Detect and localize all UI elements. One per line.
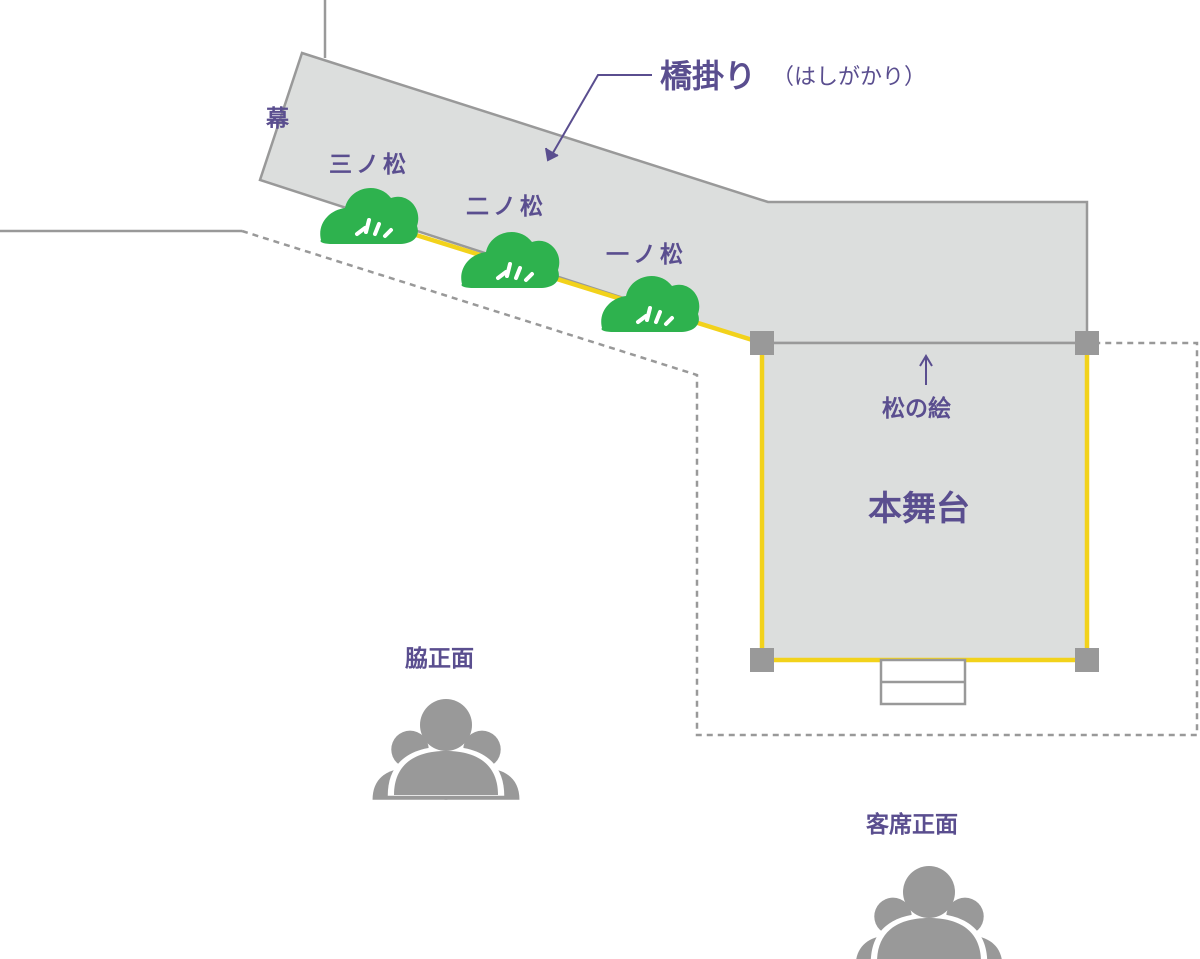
kyakuseki-shomen-label: 客席正面 <box>866 811 958 838</box>
waki-shomen-label: 脇正面 <box>405 645 474 672</box>
arrow-icon <box>545 74 652 162</box>
honbutai-stage <box>762 343 1087 660</box>
hashigakari-title: 橋掛り <box>660 57 756 95</box>
audience-group-icon <box>856 855 1003 959</box>
stage-pillars <box>750 331 1099 672</box>
pillar-back-right <box>1075 331 1099 355</box>
front-stairs <box>879 658 967 706</box>
matsunoe-label: 松の絵 <box>882 395 951 422</box>
honbutai-label: 本舞台 <box>868 489 970 529</box>
sannomatsu-label: 三ノ松 <box>329 152 410 178</box>
seating-boundary-dashed <box>241 229 1199 737</box>
arrow-icon <box>919 354 933 385</box>
pillar-back-left <box>750 331 774 355</box>
stage-edge-highlight <box>399 227 1090 663</box>
pillar-front-right <box>1075 648 1099 672</box>
pillar-front-left <box>750 648 774 672</box>
audience-group-icon <box>373 688 520 800</box>
maku-label: 幕 <box>265 106 290 132</box>
ichinomatsu-label: 一ノ松 <box>606 242 687 268</box>
background-walls <box>0 0 327 233</box>
ninomatsu-label: 二ノ松 <box>466 194 547 220</box>
hashigakari-reading: （はしがかり） <box>772 65 926 90</box>
